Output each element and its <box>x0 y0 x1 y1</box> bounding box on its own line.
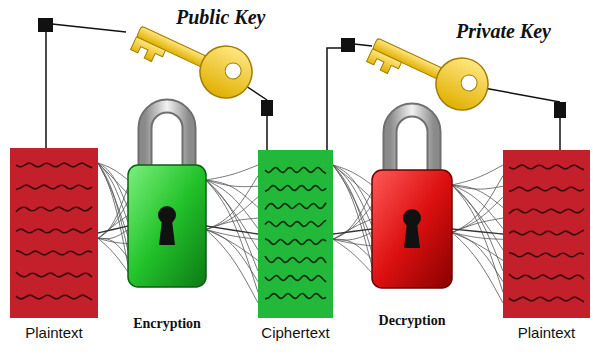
wire-strand <box>206 180 258 292</box>
scribble <box>265 186 326 192</box>
wire-bundle <box>452 165 503 303</box>
wire-strand <box>333 165 372 266</box>
wire-bundle <box>206 165 258 303</box>
scribble <box>265 220 326 226</box>
scribble <box>265 239 326 245</box>
node-label: Plaintext <box>518 324 576 341</box>
scribble <box>509 297 584 302</box>
scribble <box>16 272 92 277</box>
wire-bundle <box>98 163 128 272</box>
scribble <box>509 209 584 214</box>
wire-strand <box>333 165 372 239</box>
scribble <box>509 253 584 257</box>
key-label: Public Key <box>176 6 265 29</box>
key-label: Private Key <box>456 20 551 43</box>
sheet-texture <box>16 163 584 302</box>
scribble <box>509 165 584 169</box>
document-node: Plaintext <box>503 150 590 318</box>
wire-strand <box>98 163 128 251</box>
lock-node: Decryption <box>372 170 452 288</box>
scribble <box>16 185 92 189</box>
wire-strand <box>206 197 258 230</box>
lock-shackle <box>145 106 189 172</box>
wire-strand <box>98 163 128 265</box>
wire-strand <box>98 238 128 272</box>
scribble <box>509 274 584 279</box>
wire-strand <box>452 176 503 233</box>
document-node: Ciphertext <box>258 150 333 318</box>
plaintext-sheet <box>503 150 590 318</box>
wire-strand <box>206 180 258 250</box>
scribble <box>16 295 92 300</box>
keyhole <box>404 223 420 248</box>
wire-strand <box>98 215 128 238</box>
connector <box>98 226 128 233</box>
node-label: Plaintext <box>25 324 83 341</box>
wire-strand <box>206 176 258 230</box>
lock-body <box>128 165 206 287</box>
wire-strand <box>333 239 372 259</box>
wire-strand <box>333 219 372 239</box>
wire-strand <box>452 185 503 250</box>
scribble <box>509 230 584 235</box>
scribble <box>265 276 326 282</box>
lock-node: Encryption <box>128 165 206 287</box>
connector <box>452 229 503 234</box>
wire-strand <box>452 165 503 185</box>
document-node: Plaintext <box>10 148 98 318</box>
connector <box>333 229 372 234</box>
lock-shackle <box>145 106 189 172</box>
node-label: Decryption <box>379 313 446 329</box>
scribble <box>16 163 92 167</box>
wire-strand <box>452 185 503 292</box>
wire-strand <box>333 239 372 273</box>
node-label: Encryption <box>133 316 201 332</box>
scribble <box>265 168 326 174</box>
lock-shackle <box>390 110 434 176</box>
wire-strand <box>206 230 258 303</box>
scribble <box>265 294 326 299</box>
scribble <box>265 203 326 210</box>
ciphertext-sheet <box>258 150 333 318</box>
wire-bundle <box>333 165 372 273</box>
node-label: Ciphertext <box>261 324 329 341</box>
wire-strand <box>206 230 258 240</box>
lock-shackle <box>390 110 434 176</box>
connector <box>206 226 258 234</box>
lock-body <box>372 170 452 288</box>
wire-strand <box>206 165 258 180</box>
scribble <box>265 256 326 263</box>
wire-strand <box>452 185 503 271</box>
keyhole <box>159 220 175 245</box>
wire-strand <box>452 232 503 303</box>
wire-strand <box>98 163 128 237</box>
scribble <box>16 251 92 255</box>
scribble <box>16 228 92 233</box>
wire-clip <box>38 18 566 118</box>
scribble <box>16 207 92 212</box>
scribble <box>509 187 584 191</box>
plaintext-sheet <box>10 148 98 318</box>
